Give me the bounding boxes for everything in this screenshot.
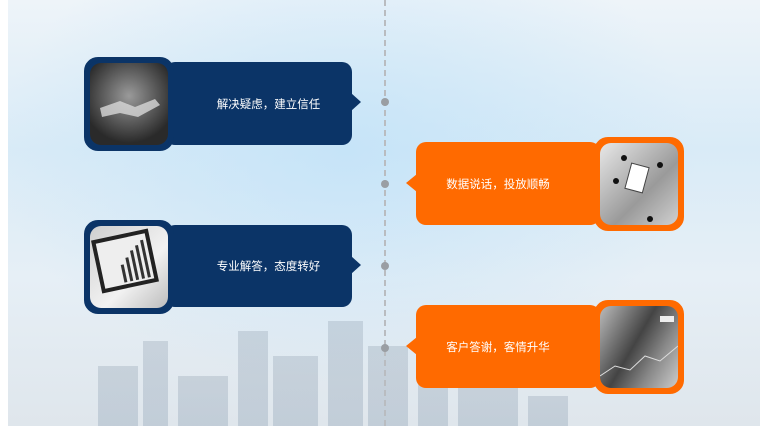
finance-photo xyxy=(600,306,678,388)
card-pointer xyxy=(406,174,417,192)
card-image-frame xyxy=(84,57,174,151)
card-pointer xyxy=(351,93,361,111)
card-image-frame xyxy=(84,220,174,314)
card-image-frame xyxy=(594,300,684,394)
card-image-frame xyxy=(594,137,684,231)
meeting-photo xyxy=(600,143,678,225)
timeline-dot xyxy=(381,344,389,352)
city-skyline xyxy=(8,316,760,426)
timeline-dot xyxy=(381,262,389,270)
card-text-box: 数据说话，投放顺畅 xyxy=(416,142,600,225)
card-label: 解决疑虑，建立信任 xyxy=(216,96,321,111)
card-label: 数据说话，投放顺畅 xyxy=(446,176,550,191)
timeline-dot xyxy=(381,98,389,106)
handshake-photo xyxy=(90,63,168,145)
card-text-box: 客户答谢，客情升华 xyxy=(416,305,600,388)
card-text-box: 解决疑虑，建立信任 xyxy=(165,62,352,145)
timeline-dot xyxy=(381,180,389,188)
tablet-chart-photo xyxy=(90,226,168,308)
card-text-box: 专业解答，态度转好 xyxy=(165,225,352,307)
timeline-line xyxy=(384,0,386,426)
card-label: 客户答谢，客情升华 xyxy=(446,339,550,354)
card-pointer xyxy=(351,256,361,274)
card-label: 专业解答，态度转好 xyxy=(216,259,321,273)
card-pointer xyxy=(406,337,417,355)
